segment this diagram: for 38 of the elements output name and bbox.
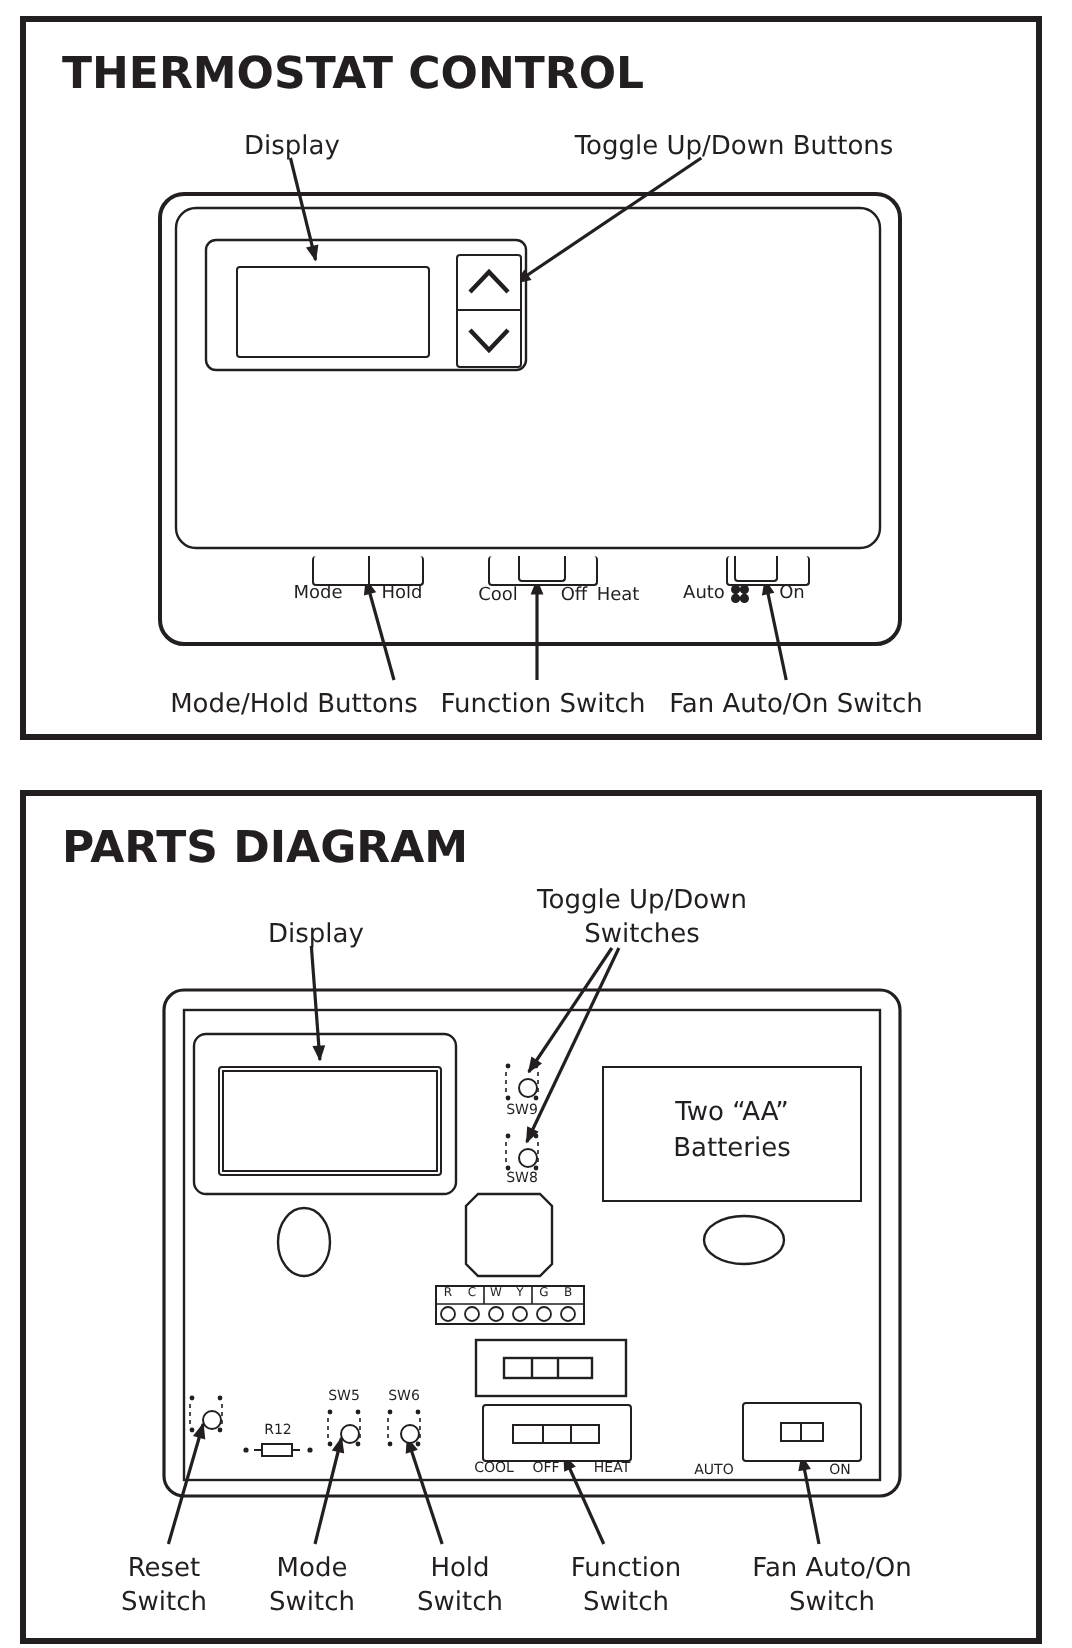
leader-line bbox=[166, 1422, 206, 1545]
slide-switch bbox=[742, 1402, 862, 1462]
callout-label: Hold Switch bbox=[410, 1550, 510, 1622]
callout-label: Toggle Up/Down Buttons bbox=[554, 128, 914, 164]
panel-title: PARTS DIAGRAM bbox=[62, 824, 468, 874]
toggle-buttons bbox=[456, 254, 522, 368]
part-label: Off bbox=[560, 588, 588, 606]
slide-switch bbox=[488, 556, 598, 586]
button-pair bbox=[312, 556, 424, 586]
push-switch bbox=[400, 1424, 420, 1444]
slide-switch bbox=[726, 556, 810, 586]
callout-label: Fan Auto/On Switch bbox=[738, 1550, 926, 1622]
callout-label: Display bbox=[226, 128, 358, 164]
display-screen bbox=[218, 1066, 442, 1176]
push-switch bbox=[340, 1424, 360, 1444]
battery-label: Two “AA” Batteries bbox=[671, 1096, 793, 1168]
slide-switch bbox=[482, 1404, 632, 1462]
display-screen bbox=[236, 266, 430, 358]
callout-label: Fan Auto/On Switch bbox=[650, 686, 942, 722]
callout-label: Reset Switch bbox=[110, 1550, 218, 1622]
part-label: Heat bbox=[596, 588, 640, 606]
callout-label: Toggle Up/Down Switches bbox=[516, 882, 768, 954]
part-label: Mode bbox=[293, 586, 343, 604]
leader-line bbox=[525, 947, 621, 1144]
push-switch bbox=[518, 1148, 538, 1168]
leader-line bbox=[288, 157, 319, 262]
push-switch bbox=[518, 1078, 538, 1098]
leader-line bbox=[309, 945, 326, 1062]
callout-label: Mode Switch bbox=[258, 1550, 366, 1622]
callout-label: Function Switch bbox=[558, 1550, 694, 1622]
battery-compartment bbox=[602, 1066, 862, 1202]
callout-label: Display bbox=[258, 916, 374, 952]
leader-line bbox=[527, 947, 614, 1074]
leader-line bbox=[313, 1436, 345, 1545]
part-label: Auto bbox=[683, 586, 725, 604]
push-switch bbox=[202, 1410, 222, 1430]
panel-title: THERMOSTAT CONTROL bbox=[62, 50, 645, 100]
part-label: Cool bbox=[478, 588, 518, 606]
